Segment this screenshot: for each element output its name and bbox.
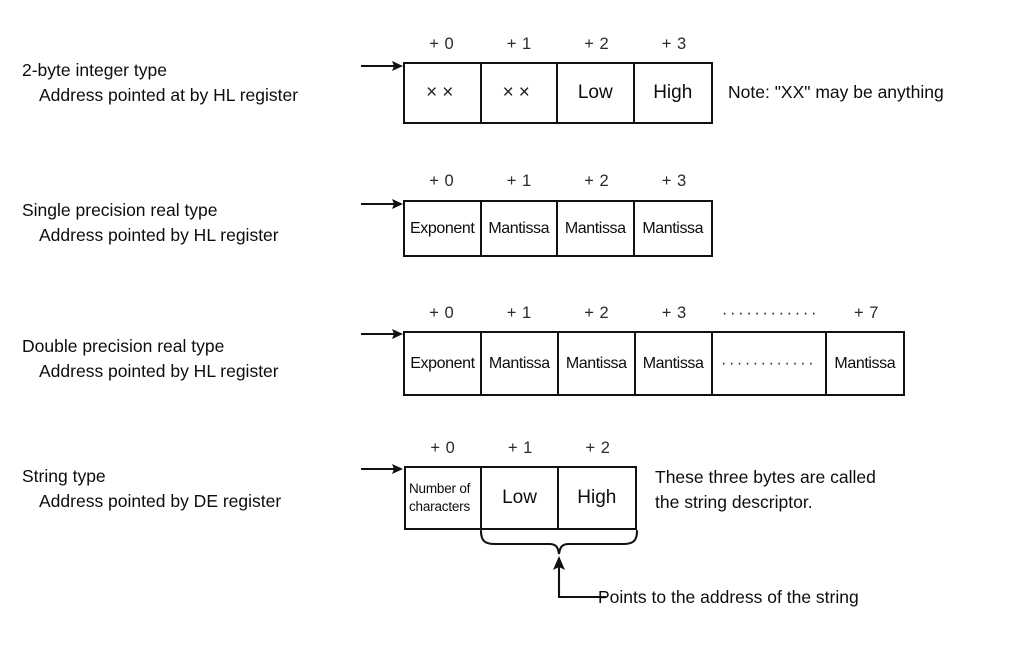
- note-string-descriptor: These three bytes are called the string …: [655, 465, 876, 516]
- entry-arrow-icon: [361, 196, 403, 212]
- byte-cell: ××: [405, 64, 482, 122]
- byte-cell: High: [559, 468, 635, 528]
- offset-label-ellipsis: ············: [721, 304, 820, 322]
- entry-arrow-icon: [361, 461, 403, 477]
- byte-strip-two-byte-integer: ×× ×× Low High: [403, 62, 713, 124]
- row-label-line1: Double precision real type: [22, 336, 225, 356]
- byte-cell-text: Exponent: [410, 354, 475, 372]
- byte-cell-text: Mantissa: [565, 354, 627, 372]
- row-label-line2: Address pointed by HL register: [39, 224, 279, 245]
- byte-cell-text: High: [653, 82, 693, 103]
- byte-cell: Exponent: [405, 333, 482, 394]
- byte-strip-double-precision-real: Exponent Mantissa Mantissa Mantissa ····…: [403, 331, 905, 396]
- offset-header-row-2: + 0 + 1 + 2 + 3: [403, 170, 713, 192]
- offset-label: + 2: [585, 439, 611, 457]
- byte-cell-text: Number of characters: [409, 480, 471, 514]
- offset-label: + 2: [584, 304, 610, 322]
- offset-label: + 1: [507, 439, 533, 457]
- entry-arrow-icon: [361, 58, 403, 74]
- byte-cell-text: Mantissa: [642, 219, 704, 237]
- byte-cell-text: Low: [577, 82, 613, 103]
- byte-cell-text: Mantissa: [564, 219, 626, 237]
- offset-label: + 3: [661, 35, 687, 53]
- byte-cell: Mantissa: [559, 333, 636, 394]
- row-label-string-type: String type Address pointed by DE regist…: [22, 464, 281, 514]
- row-label-line2: Address pointed by DE register: [39, 490, 282, 511]
- byte-cell-text: Exponent: [410, 219, 475, 237]
- byte-cell-text: Mantissa: [488, 219, 550, 237]
- byte-strip-string-type: Number of characters Low High: [404, 466, 637, 530]
- row-label-double-precision-real: Double precision real type Address point…: [22, 334, 279, 384]
- row-label-line1: Single precision real type: [22, 200, 218, 220]
- string-pointer-arrow-icon: [548, 556, 643, 609]
- byte-cell-text: Low: [502, 487, 537, 508]
- byte-strip-single-precision-real: Exponent Mantissa Mantissa Mantissa: [403, 200, 713, 257]
- string-pointer-caption: Points to the address of the string: [598, 587, 859, 607]
- note-line: the string descriptor.: [655, 492, 813, 513]
- offset-label: + 7: [854, 304, 879, 322]
- byte-cell-text: High: [577, 487, 617, 508]
- row-label-line2: Address pointed at by HL register: [39, 84, 299, 105]
- offset-header-row-4: + 0 + 1 + 2: [404, 437, 637, 459]
- byte-cell-text: Mantissa: [488, 354, 550, 372]
- byte-cell: Mantissa: [636, 333, 713, 394]
- row-label-line1: String type: [22, 466, 106, 486]
- row-label-line1: 2-byte integer type: [22, 60, 167, 80]
- note-line: These three bytes are called: [655, 467, 876, 487]
- note-xx-may-be-anything: Note: "XX" may be anything: [728, 80, 944, 105]
- byte-cell: Mantissa: [482, 333, 559, 394]
- byte-cell-text: Mantissa: [834, 354, 896, 372]
- offset-label: + 3: [661, 304, 687, 322]
- offset-label: + 0: [429, 304, 455, 322]
- byte-cell-text: ××: [426, 82, 459, 103]
- offset-header-row-3: + 0 + 1 + 2 + 3 ············ + 7: [403, 302, 905, 324]
- offset-label: + 0: [430, 439, 456, 457]
- offset-label: + 1: [506, 304, 532, 322]
- offset-header-row-1: + 0 + 1 + 2 + 3: [403, 33, 713, 55]
- byte-cell: Low: [482, 468, 559, 528]
- string-descriptor-brace: [479, 529, 639, 561]
- byte-cell-text: ············: [721, 354, 817, 372]
- byte-cell-text: ××: [502, 82, 535, 103]
- offset-label: + 0: [429, 35, 455, 53]
- byte-cell: ××: [482, 64, 558, 122]
- byte-cell: Mantissa: [482, 202, 558, 255]
- offset-label: + 2: [584, 35, 610, 53]
- byte-cell-ellipsis: ············: [713, 333, 827, 394]
- offset-label: + 1: [506, 172, 532, 190]
- row-label-line2: Address pointed by HL register: [39, 360, 279, 381]
- row-label-two-byte-integer: 2-byte integer type Address pointed at b…: [22, 58, 298, 108]
- byte-cell: Low: [558, 64, 635, 122]
- offset-label: + 2: [584, 172, 610, 190]
- byte-cell: Mantissa: [827, 333, 903, 394]
- byte-cell: High: [635, 64, 711, 122]
- byte-cell: Mantissa: [635, 202, 711, 255]
- byte-cell: Exponent: [405, 202, 482, 255]
- byte-cell: Number of characters: [406, 468, 483, 528]
- byte-cell-text: Mantissa: [642, 354, 704, 372]
- entry-arrow-icon: [361, 326, 403, 342]
- row-label-single-precision-real: Single precision real type Address point…: [22, 198, 279, 248]
- byte-cell: Mantissa: [558, 202, 635, 255]
- note-line: Note: "XX" may be anything: [728, 82, 944, 102]
- offset-label: + 0: [429, 172, 455, 190]
- offset-label: + 3: [661, 172, 687, 190]
- offset-label: + 1: [506, 35, 532, 53]
